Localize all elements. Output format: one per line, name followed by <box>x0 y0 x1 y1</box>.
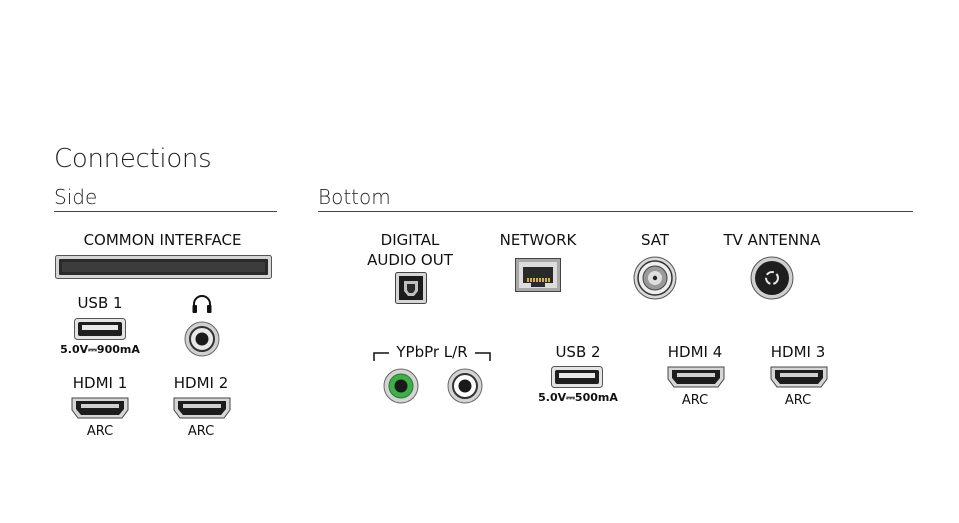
usb1-port-icon <box>74 318 126 340</box>
tv-antenna-connector-icon <box>750 256 794 300</box>
bottom-divider <box>318 211 913 212</box>
sat-connector-icon <box>633 256 677 300</box>
usb2-label: USB 2 <box>555 343 601 361</box>
rca-green-jack <box>383 368 419 404</box>
usb1-spec: 5.0V⎓900mA <box>60 343 140 356</box>
ypbpr-bracket <box>373 350 491 362</box>
bottom-heading: Bottom <box>318 185 391 209</box>
hdmi3-arc: ARC <box>784 393 812 408</box>
hdmi2-arc: ARC <box>187 424 215 439</box>
network-label: NETWORK <box>499 231 577 249</box>
hdmi2-label: HDMI 2 <box>173 374 229 392</box>
digital-audio-label-line2: AUDIO OUT <box>367 251 453 269</box>
page-title: Connections <box>54 144 212 174</box>
side-heading: Side <box>54 185 98 209</box>
hdmi4-arc: ARC <box>681 393 709 408</box>
hdmi1-port-icon <box>71 397 129 419</box>
usb1-label: USB 1 <box>77 294 123 312</box>
rca-jack <box>447 368 483 404</box>
side-divider <box>54 211 277 212</box>
usb2-port-icon <box>551 366 603 388</box>
hdmi3-port-icon <box>770 366 828 388</box>
headphone-jack <box>184 321 220 357</box>
hdmi2-port-icon <box>173 397 231 419</box>
hdmi4-label: HDMI 4 <box>667 343 723 361</box>
usb2-spec: 5.0V⎓500mA <box>538 391 618 404</box>
ypbpr-label: YPbPr L/R <box>396 343 468 361</box>
sat-label: SAT <box>640 231 670 249</box>
tv-antenna-label: TV ANTENNA <box>723 231 821 249</box>
hdmi3-label: HDMI 3 <box>770 343 826 361</box>
ethernet-port-icon <box>515 258 561 292</box>
optical-port-icon <box>395 272 427 304</box>
common-interface-label: COMMON INTERFACE <box>83 231 242 249</box>
common-interface-slot <box>55 255 272 279</box>
headphones-icon <box>191 294 213 314</box>
digital-audio-label-line1: DIGITAL <box>380 231 440 249</box>
hdmi4-port-icon <box>667 366 725 388</box>
hdmi1-label: HDMI 1 <box>72 374 128 392</box>
hdmi1-arc: ARC <box>86 424 114 439</box>
